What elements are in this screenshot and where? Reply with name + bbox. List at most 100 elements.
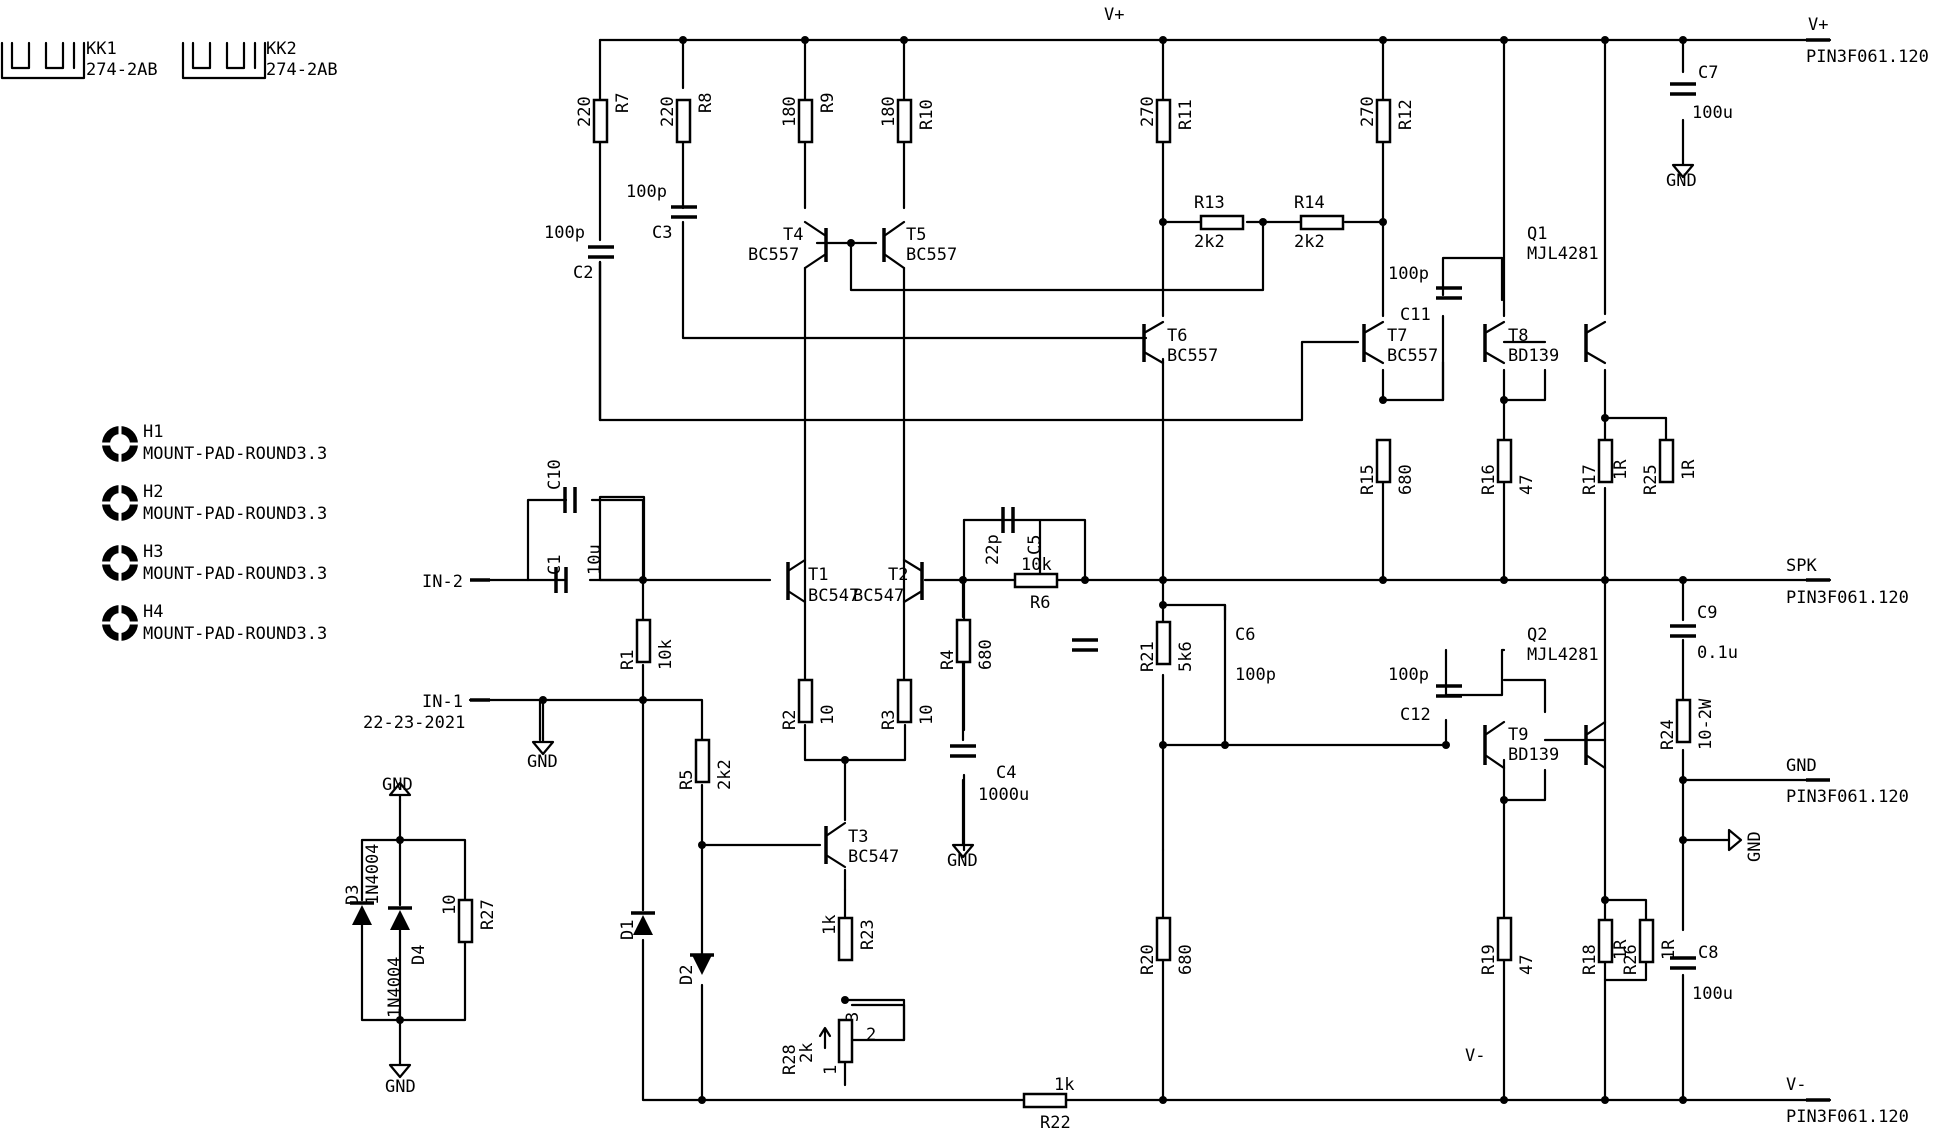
c1-value: 10u — [585, 544, 605, 575]
h4-value: MOUNT-PAD-ROUND3.3 — [143, 624, 327, 644]
r12-value: 270 — [1358, 96, 1378, 127]
transistors — [786, 220, 1607, 869]
h1-ref: H1 — [143, 422, 163, 442]
r4-value: 680 — [976, 639, 996, 670]
t2-value: BC547 — [853, 586, 904, 606]
t1-value: BC547 — [808, 586, 859, 606]
r18-ref: R18 — [1580, 944, 1600, 975]
gnd-label-d3-top: GND — [382, 775, 413, 795]
labels: V+ V+ V- V- SPK GND PIN3F061.120 PIN3F06… — [86, 5, 1929, 1133]
r27-ref: R27 — [478, 899, 498, 930]
t3-ref: T3 — [848, 827, 868, 847]
c4-ref: C4 — [996, 763, 1016, 783]
t4-value: BC557 — [748, 245, 799, 265]
gnd-label-right: GND — [1745, 831, 1765, 862]
c7-value: 100u — [1692, 103, 1733, 123]
c12-ref: C12 — [1400, 705, 1431, 725]
r8-ref: R8 — [696, 93, 716, 113]
t8-ref: T8 — [1508, 326, 1528, 346]
t2-ref: T2 — [888, 565, 908, 585]
r6-ref: R6 — [1030, 593, 1050, 613]
r19-value: 47 — [1517, 955, 1537, 975]
conn-part-1: PIN3F061.120 — [1806, 47, 1929, 67]
r1-ref: R1 — [618, 650, 638, 670]
r28-pin1: 1 — [821, 1065, 841, 1075]
t4-ref: T4 — [783, 225, 803, 245]
t7-value: BC557 — [1387, 346, 1438, 366]
connector-pins — [470, 38, 1830, 1102]
conn-part-3: PIN3F061.120 — [1786, 787, 1909, 807]
r7-value: 220 — [575, 96, 595, 127]
r21-ref: R21 — [1138, 641, 1158, 672]
vminus-mid-label: V- — [1465, 1046, 1485, 1066]
c8-value: 100u — [1692, 984, 1733, 1004]
r23-ref: R23 — [858, 919, 878, 950]
r18-value: 1R — [1611, 939, 1631, 960]
c7-ref: C7 — [1698, 63, 1718, 83]
c10-ref: C10 — [545, 459, 565, 490]
r16-ref: R16 — [1479, 464, 1499, 495]
mount-hole-h4 — [102, 605, 138, 641]
ground-symbols — [388, 158, 1743, 1079]
r28-value: 2k — [797, 1043, 817, 1063]
kk1-ref: KK1 — [86, 39, 117, 59]
kk1-value: 274-2AB — [86, 60, 158, 80]
r4-ref: R4 — [938, 650, 958, 670]
r22-value: 1k — [1054, 1075, 1074, 1095]
r22-ref: R22 — [1040, 1113, 1071, 1133]
r13-ref: R13 — [1194, 193, 1225, 213]
in1-label: IN-1 — [422, 692, 463, 712]
r9-value: 180 — [780, 96, 800, 127]
r24-ref: R24 — [1658, 719, 1678, 750]
r12-ref: R12 — [1396, 99, 1416, 130]
d3-ref: D3 — [343, 885, 363, 905]
mount-holes — [102, 426, 138, 641]
t1-ref: T1 — [808, 565, 828, 585]
r10-value: 180 — [879, 96, 899, 127]
r23-value: 1k — [820, 915, 840, 935]
c5-ref: C5 — [1025, 535, 1045, 555]
r2-value: 10 — [818, 705, 838, 725]
q2-ref: Q2 — [1527, 625, 1547, 645]
r1-value: 10k — [656, 639, 676, 670]
t9-ref: T9 — [1508, 725, 1528, 745]
gnd-label-in1: GND — [527, 752, 558, 772]
heatsink-kk1 — [0, 41, 86, 80]
h3-value: MOUNT-PAD-ROUND3.3 — [143, 564, 327, 584]
r15-value: 680 — [1396, 464, 1416, 495]
kk2-ref: KK2 — [266, 39, 297, 59]
r9-ref: R9 — [818, 93, 838, 113]
r14-value: 2k2 — [1294, 232, 1325, 252]
c2-ref: C2 — [573, 263, 593, 283]
d4-value: 1N4004 — [385, 957, 405, 1018]
conn-part-4: PIN3F061.120 — [1786, 1107, 1909, 1127]
r17-value: 1R — [1611, 459, 1631, 480]
c8-ref: C8 — [1698, 943, 1718, 963]
r16-value: 47 — [1517, 475, 1537, 495]
t7-ref: T7 — [1387, 326, 1407, 346]
r24-value: 10-2W — [1696, 698, 1716, 750]
diodes — [350, 901, 714, 975]
r11-ref: R11 — [1176, 99, 1196, 130]
t6-value: BC557 — [1167, 346, 1218, 366]
mount-hole-h2 — [102, 485, 138, 521]
vplus-conn-label: V+ — [1808, 15, 1828, 35]
r14-ref: R14 — [1294, 193, 1325, 213]
r2-ref: R2 — [780, 710, 800, 730]
t8-value: BD139 — [1508, 346, 1559, 366]
vminus-conn-label: V- — [1786, 1075, 1806, 1095]
r26-ref: R26 — [1621, 944, 1641, 975]
in2-label: IN-2 — [422, 572, 463, 592]
h4-ref: H4 — [143, 602, 163, 622]
r3-ref: R3 — [879, 710, 899, 730]
gnd-label-d3-bot: GND — [385, 1077, 416, 1097]
r28-pin2: 2 — [866, 1025, 876, 1045]
t5-value: BC557 — [906, 245, 957, 265]
h2-ref: H2 — [143, 482, 163, 502]
q1-value: MJL4281 — [1527, 244, 1599, 264]
gnd-conn-label: GND — [1786, 756, 1817, 776]
in1-value: 22-23-2021 — [363, 713, 465, 733]
r20-ref: R20 — [1138, 944, 1158, 975]
junctions — [396, 36, 1687, 1104]
